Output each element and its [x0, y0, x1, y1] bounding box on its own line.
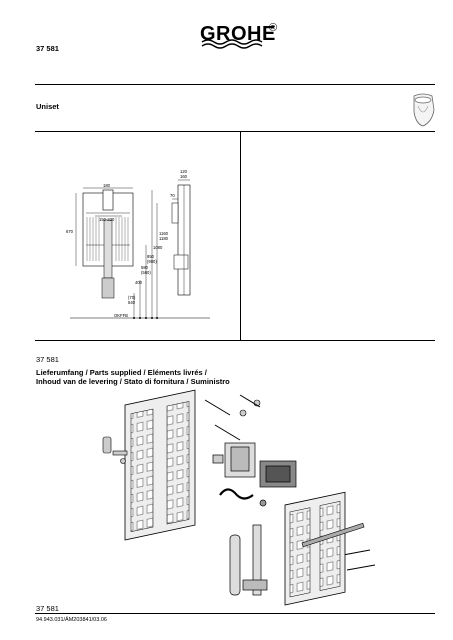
dim-400: 400: [135, 280, 142, 285]
floor-label: OKFFB: [114, 313, 128, 318]
dim-120: 120: [180, 169, 187, 174]
dimension-drawing: 120 160 70 180 150-220 670 1160 1180 108…: [60, 165, 220, 330]
divider-bottom: [35, 613, 435, 614]
dim-540: 540: [128, 300, 135, 305]
dim-70b: (70): [128, 295, 136, 300]
footer-article-number: 37 581: [36, 604, 59, 613]
dim-850: 850: [147, 254, 154, 259]
brand-wave-icon: [201, 39, 263, 49]
product-name: Uniset: [36, 102, 59, 111]
dim-160: 160: [180, 174, 187, 179]
dim-1080: 1080: [153, 245, 163, 250]
parts-illustration: [85, 385, 395, 606]
dim-1180: 1180: [159, 236, 169, 241]
document-code: 94.943.031/ÄM203841/03.06: [36, 617, 107, 623]
dim-70: 70: [170, 193, 175, 198]
divider-top: [35, 84, 435, 85]
dim-900: (900): [147, 259, 157, 264]
article-number-header: 37 581: [36, 44, 59, 53]
divider-product: [35, 131, 435, 132]
dim-560: (560): [141, 270, 151, 275]
dim-1160: 1160: [159, 231, 169, 236]
brand-logo: GROHE ®: [200, 20, 290, 56]
urinal-icon: [413, 93, 435, 127]
divider-middle: [35, 340, 435, 341]
divider-vertical: [240, 131, 241, 340]
brand-registered-mark: ®: [269, 22, 278, 34]
dim-670: 670: [66, 229, 73, 234]
parts-heading-line2: Inhoud van de levering / Stato di fornit…: [36, 377, 230, 386]
dim-180: 180: [103, 183, 110, 188]
brand-name: GROHE: [200, 23, 276, 45]
parts-article-number: 37 581: [36, 355, 59, 364]
dim-150-220: 150-220: [99, 217, 115, 222]
parts-heading-line1: Lieferumfang / Parts supplied / Eléments…: [36, 368, 207, 377]
dim-580: 580: [141, 265, 148, 270]
